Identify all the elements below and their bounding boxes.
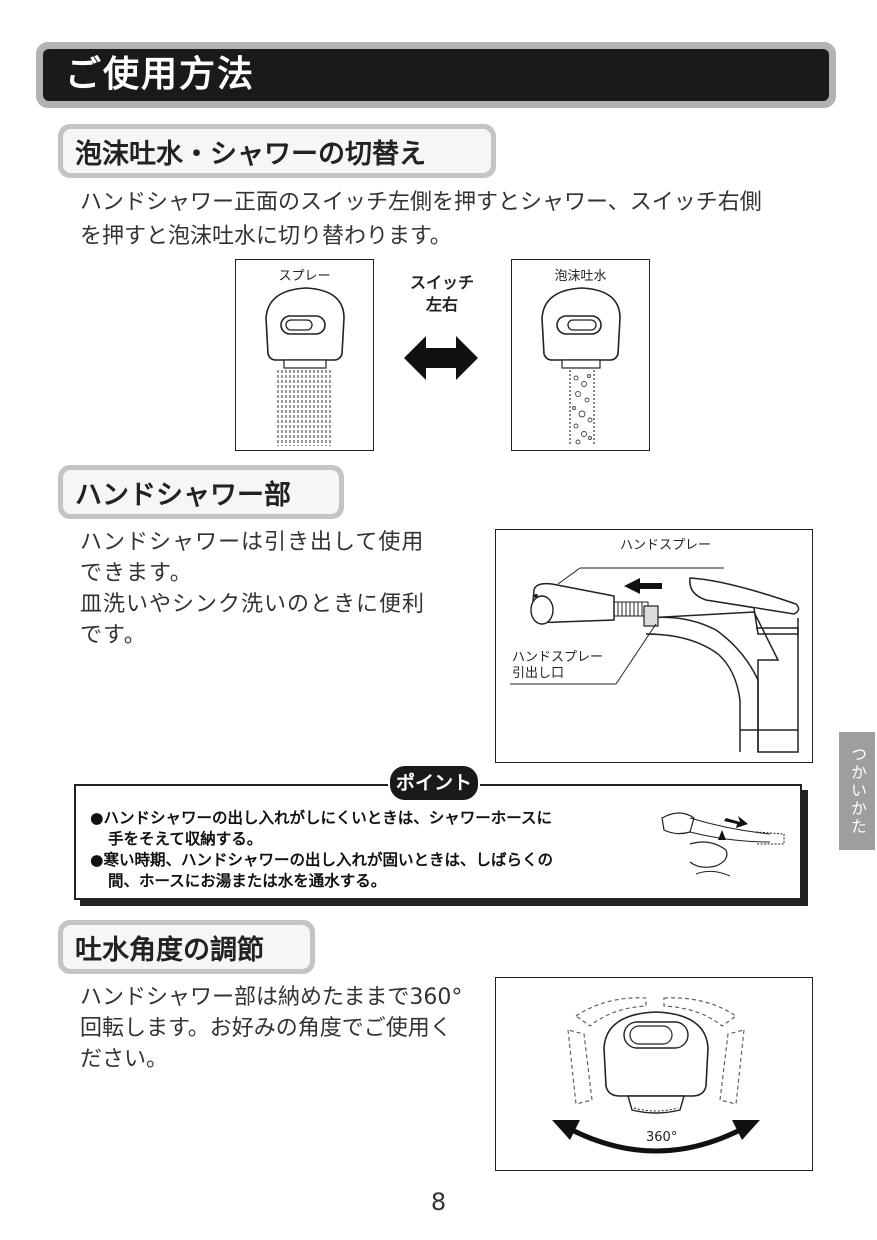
point-item-line: 手をそえて収納する。 [108, 830, 263, 848]
spray-head-icon [265, 287, 345, 446]
body-line: です。 [80, 623, 147, 648]
point-badge: ポイント [388, 764, 480, 802]
point-item-line: ●ハンドシャワーの出し入れがしにくいときは、シャワーホースに [90, 809, 552, 827]
side-tab: つかいかた [839, 732, 875, 850]
hand-spray-label: ハンドスプレー [620, 538, 712, 553]
hand-hose-icon [661, 812, 785, 877]
section3-body: ハンドシャワー部は納めたままで360° 回転します。お好みの角度でご使用く ださ… [80, 982, 462, 1075]
body-line: ハンドシャワー部は納めたままで360° [80, 985, 463, 1010]
faucet-illustration: ハンドスプレー ハンドスプレー 引出し口 [495, 529, 813, 763]
section-title: 吐水角度の調節 [63, 925, 310, 969]
rotating-head-icon [552, 997, 760, 1154]
section-header-hand-shower: ハンドシャワー部 [58, 465, 344, 519]
point-item-line: 間、ホースにお湯または水を通水する。 [108, 872, 387, 890]
outlet-label-line: ハンドスプレー [512, 650, 604, 665]
point-text: ●ハンドシャワーの出し入れがしにくいときは、シャワーホースに 手をそえて収納する… [90, 808, 553, 892]
rotation-label: 360° [646, 1130, 678, 1145]
rotation-illustration: 360° [495, 977, 813, 1171]
spray-mode-illustration: スプレー [235, 259, 374, 451]
section-title: 泡沫吐水・シャワーの切替え [63, 129, 491, 173]
body-line: ハンドシャワー正面のスイッチ左側を押すとシャワー、スイッチ右側 [80, 190, 762, 215]
point-item-line: ●寒い時期、ハンドシャワーの出し入れが固いときは、しばらくの [90, 851, 554, 869]
switch-label: スイッチ 左右 [394, 272, 490, 316]
body-line: 回転します。お好みの角度でご使用く [80, 1016, 452, 1041]
page-number: 8 [430, 1188, 447, 1216]
section-header-angle: 吐水角度の調節 [58, 920, 315, 974]
body-line: を押すと泡沫吐水に切り替わります。 [80, 224, 452, 249]
section-header-switching: 泡沫吐水・シャワーの切替え [58, 124, 496, 178]
body-line: できます。 [80, 561, 193, 586]
body-line: ハンドシャワーは引き出して使用 [80, 530, 425, 555]
section-title: ハンドシャワー部 [63, 470, 339, 514]
body-line: 皿洗いやシンク洗いのときに便利 [80, 592, 426, 617]
outlet-label: ハンドスプレー 引出し口 [512, 650, 603, 682]
section2-body: ハンドシャワーは引き出して使用 できます。 皿洗いやシンク洗いのときに便利 です… [80, 527, 425, 651]
page-title: ご使用方法 [43, 49, 829, 101]
foam-head-icon [541, 287, 621, 446]
body-line: ださい。 [80, 1047, 169, 1072]
main-title-bar: ご使用方法 [36, 42, 836, 108]
foam-mode-illustration: 泡沫吐水 [511, 259, 650, 451]
switch-label-line: 左右 [425, 295, 458, 314]
section1-body: ハンドシャワー正面のスイッチ左側を押すとシャワー、スイッチ右側 を押すと泡沫吐水… [80, 186, 762, 254]
outlet-label-line: 引出し口 [512, 666, 565, 681]
spray-label: スプレー [278, 269, 331, 284]
side-tab-label: つかいかた [848, 746, 867, 836]
double-arrow-icon [404, 336, 478, 380]
point-box: ●ハンドシャワーの出し入れがしにくいときは、シャワーホースに 手をそえて収納する… [74, 784, 802, 900]
foam-label: 泡沫吐水 [554, 269, 607, 284]
faucet-drawing-icon [510, 567, 800, 753]
switch-label-line: スイッチ [409, 273, 474, 292]
